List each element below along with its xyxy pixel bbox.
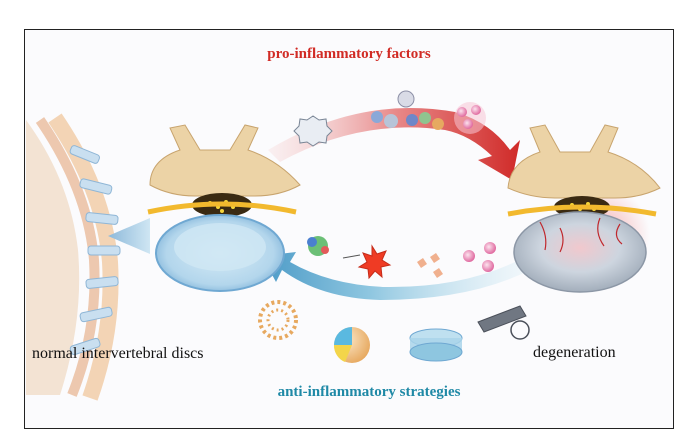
anti-inflammatory-arrow: [262, 252, 530, 300]
degeneration-label: degeneration: [533, 344, 616, 361]
inflammatory-cells: [293, 90, 486, 147]
therapeutic-particles: [307, 236, 496, 280]
normal-disc-label: normal intervertebral discs: [32, 345, 204, 362]
degenerated-disc: [507, 124, 661, 293]
anti-inflammatory-label: anti-inflammatory strategies: [277, 384, 461, 400]
delivery-carriers: [258, 300, 530, 363]
normal-disc: [147, 124, 301, 292]
pro-inflammatory-label: pro-inflammatory factors: [267, 46, 431, 62]
spine-illustration: [26, 113, 121, 401]
left-arrow: [108, 218, 150, 254]
